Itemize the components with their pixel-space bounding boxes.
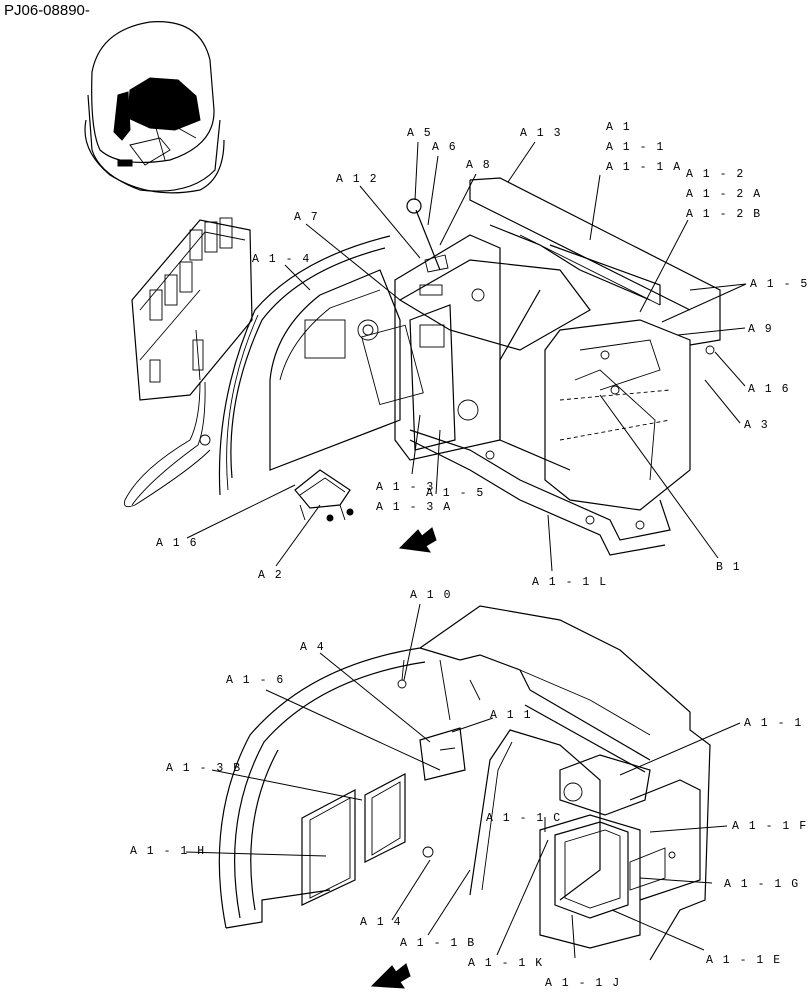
callout-a1-4: A 1 - 4: [252, 253, 311, 266]
callout-b1: B 1: [716, 561, 741, 574]
callout-a1-6: A 1 - 6: [226, 674, 285, 687]
callout-a1-1c: A 1 - 1 C: [486, 812, 562, 825]
front-arrow-icon: [398, 527, 437, 553]
front-arrow-icon: [370, 963, 411, 989]
callout-a1-2b: A 1 - 2 B: [686, 208, 762, 221]
drawing-code: PJ06-08890-: [4, 2, 90, 19]
battery-box: [539, 754, 701, 949]
callout-a1-2: A 1 - 2: [686, 168, 745, 181]
callout-a8: A 8: [466, 159, 491, 172]
callout-a1-1a: A 1 - 1 A: [606, 161, 682, 174]
callout-a3: A 3: [744, 419, 769, 432]
callout-a1-3b: A 1 - 3 B: [166, 762, 242, 775]
callout-a1-1k: A 1 - 1 K: [468, 957, 544, 970]
callout-a1-3a: A 1 - 3 A: [376, 501, 452, 514]
control-valve: [124, 217, 253, 508]
callout-a1-1: A 1 - 1: [606, 141, 665, 154]
floor-frame: [409, 177, 721, 556]
side-panels: [301, 773, 406, 906]
cab-shell: [218, 605, 711, 961]
callout-a16-right: A 1 6: [748, 383, 790, 396]
center-panel: [397, 659, 601, 901]
callout-a1-1f: A 1 - 1 F: [732, 820, 808, 833]
callout-a1-1e: A 1 - 1 E: [706, 954, 782, 967]
callout-a1-5-upper: A 1 - 5: [750, 278, 808, 291]
leader-lines-lower: [185, 603, 741, 959]
machine-thumbnail: [84, 21, 225, 194]
callout-a1-1g: A 1 - 1 G: [724, 878, 800, 891]
upper-assembly: [124, 141, 747, 572]
callout-a1-1j: A 1 - 1 J: [545, 977, 621, 990]
callout-a5: A 5: [407, 127, 432, 140]
callout-a7: A 7: [294, 211, 319, 224]
callout-a1-1l: A 1 - 1 L: [532, 576, 608, 589]
callout-a1-2a: A 1 - 2 A: [686, 188, 762, 201]
callout-a1-1d: A 1 - 1 D: [744, 717, 808, 730]
callout-a12: A 1 2: [336, 173, 378, 186]
callout-a1: A 1: [606, 121, 631, 134]
callout-a13: A 1 3: [520, 127, 562, 140]
callout-a10: A 1 0: [410, 589, 452, 602]
callout-a6: A 6: [432, 141, 457, 154]
callout-a1-1h: A 1 - 1 H: [130, 845, 206, 858]
callout-a1-3: A 1 - 3: [376, 481, 435, 494]
cab-frame: [218, 235, 424, 496]
callout-a1-5-lower: A 1 - 5: [426, 487, 485, 500]
callout-a14: A 1 4: [360, 916, 402, 929]
callout-a11: A 1 1: [490, 709, 532, 722]
callout-a1-1b: A 1 - 1 B: [400, 937, 476, 950]
callout-labels: A 5 A 6 A 1 3 A 1 A 1 - 1 A 1 - 1 A A 8 …: [130, 121, 808, 990]
callout-a9: A 9: [748, 323, 773, 336]
callout-a16-left: A 1 6: [156, 537, 198, 550]
lower-assembly: [185, 603, 741, 989]
callout-a2: A 2: [258, 569, 283, 582]
callout-a4: A 4: [300, 641, 325, 654]
foot-pedal: [294, 469, 354, 522]
leader-lines-upper: [186, 141, 747, 572]
